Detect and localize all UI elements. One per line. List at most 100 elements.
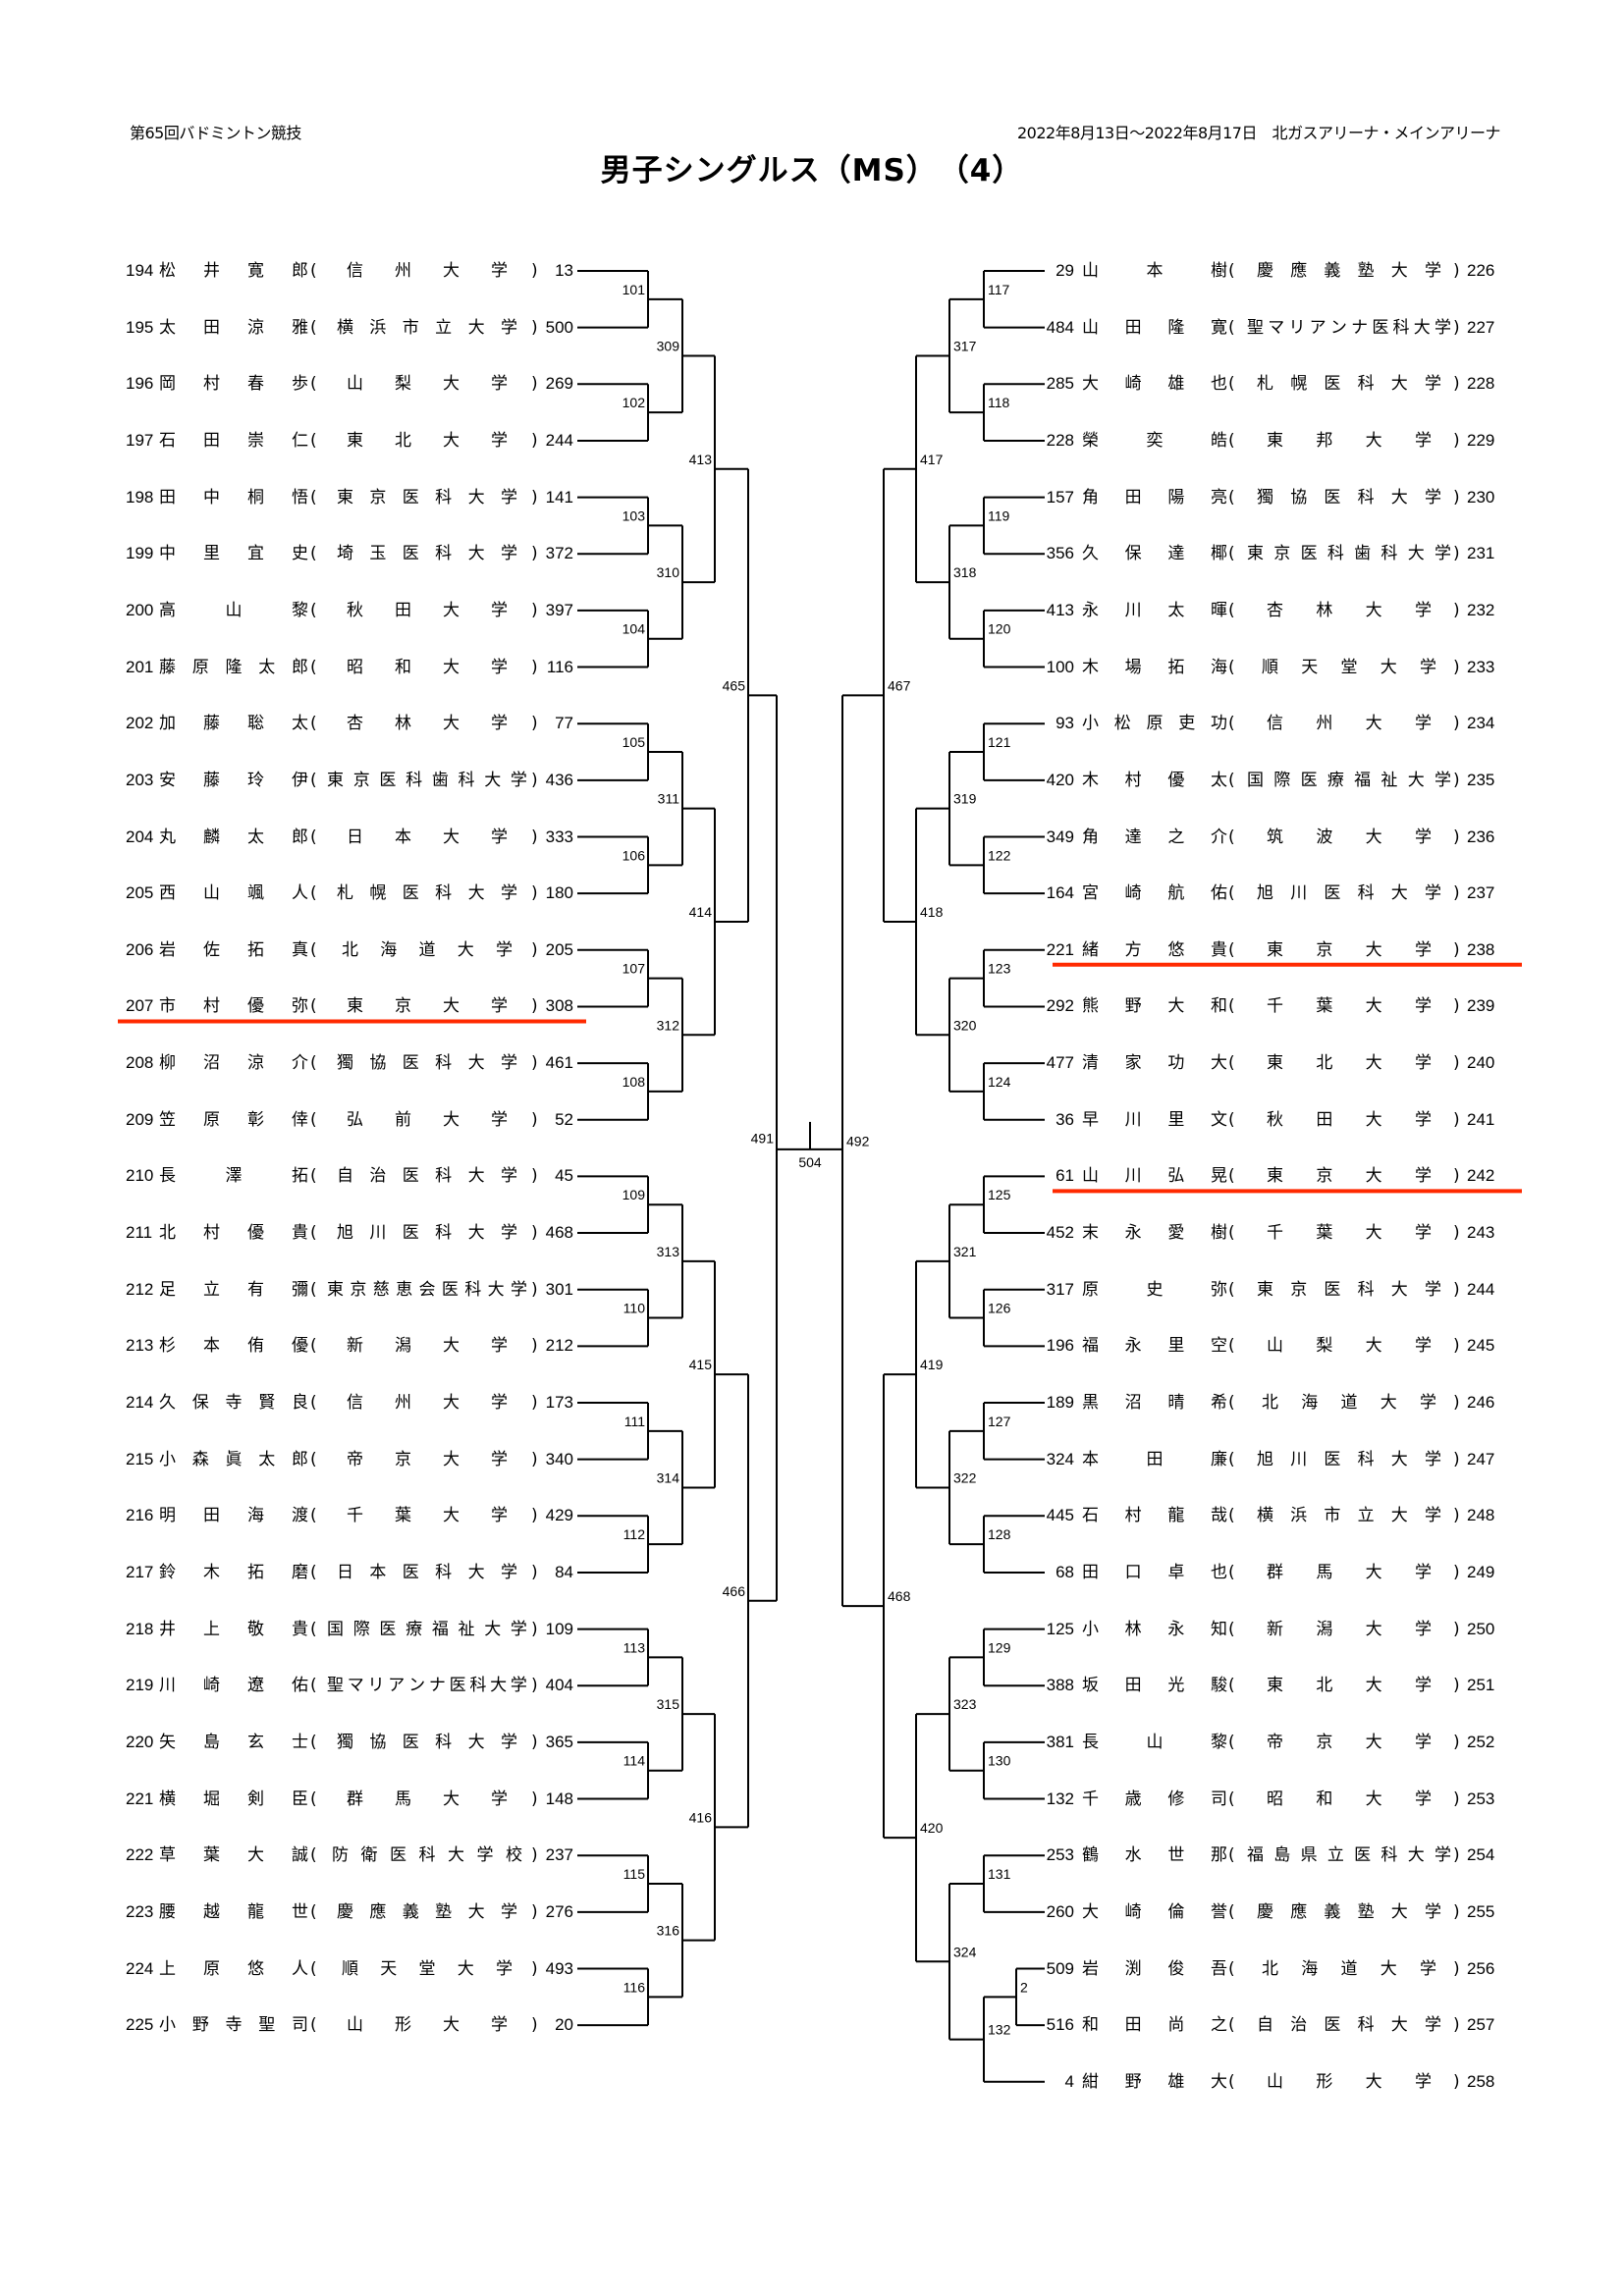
- paren-open: (: [310, 487, 317, 507]
- player-name: 本田廉: [1082, 1448, 1227, 1471]
- char: 川: [1124, 1109, 1142, 1130]
- char: 学: [500, 883, 517, 904]
- char: 拓: [1167, 657, 1185, 677]
- char: 大: [484, 1619, 502, 1639]
- char: 歳: [1124, 1789, 1142, 1809]
- char: 大: [443, 430, 460, 451]
- paren-open: (: [310, 1958, 317, 1979]
- paren-close: ): [531, 374, 538, 395]
- char: 学: [1414, 939, 1432, 960]
- paren-open: (: [1228, 1223, 1235, 1244]
- draw-number: 241: [1467, 1109, 1495, 1129]
- char: 学: [1414, 2071, 1432, 2092]
- char: 玉: [369, 544, 387, 564]
- draw-number: 214: [126, 1393, 154, 1412]
- entry-number: 276: [545, 1901, 573, 1921]
- char: 日: [347, 827, 363, 847]
- school-name: 昭和大学: [1247, 1788, 1451, 1811]
- char: 田: [203, 1506, 220, 1526]
- char: 田: [203, 317, 220, 338]
- char: 大: [1390, 1506, 1408, 1526]
- char: 澤: [225, 1166, 243, 1187]
- school-name: 弘前大学: [327, 1108, 527, 1132]
- entry-number: 301: [545, 1279, 573, 1299]
- char: 應: [1290, 1901, 1308, 1922]
- school-name: 獨協医科大学: [327, 1731, 527, 1754]
- char: 隆: [1167, 317, 1185, 338]
- char: 山: [1082, 317, 1099, 338]
- match-number: 491: [751, 1131, 775, 1147]
- char: 木: [203, 1562, 220, 1582]
- paren-close: ): [531, 1223, 538, 1244]
- draw-number: 234: [1467, 714, 1495, 733]
- char: 馬: [395, 1789, 411, 1809]
- char: 学: [510, 770, 527, 790]
- char: 大: [1365, 996, 1382, 1017]
- paren-close: ): [1453, 1393, 1460, 1413]
- char: 大: [443, 1506, 460, 1526]
- char: ン: [1329, 317, 1347, 338]
- char: 学: [500, 1223, 517, 1244]
- match-number: 131: [988, 1866, 1011, 1882]
- player-name: 井上敬貴: [159, 1618, 308, 1641]
- school-name: 北海道大学: [327, 938, 527, 962]
- match-number: 504: [798, 1154, 822, 1170]
- char: 科: [435, 1732, 453, 1752]
- paren-open: (: [1228, 770, 1235, 790]
- char: 学: [491, 1336, 508, 1357]
- char: 科: [1357, 1279, 1375, 1300]
- char: 明: [159, 1506, 176, 1526]
- char: 暉: [1210, 600, 1227, 620]
- char: 田: [203, 430, 220, 451]
- char: 弘: [1167, 1166, 1185, 1187]
- match-number: 110: [623, 1301, 646, 1316]
- char: 里: [1167, 1109, 1185, 1130]
- entry-number: 61: [1056, 1166, 1074, 1186]
- school-name: 聖マリアンナ医科大学: [327, 1674, 527, 1697]
- char: 塾: [1357, 1901, 1375, 1922]
- school-name: 千葉大学: [327, 1504, 527, 1527]
- char: 大: [467, 1901, 485, 1922]
- char: 士: [292, 1732, 308, 1752]
- char: 西: [159, 883, 176, 904]
- paren-close: ): [1453, 770, 1460, 790]
- char: 学: [1424, 374, 1441, 395]
- paren-open: (: [1228, 1845, 1235, 1866]
- draw-number: 222: [126, 1845, 154, 1865]
- char: 長: [159, 1166, 176, 1187]
- char: 学: [491, 827, 508, 847]
- player-name: 柳沼涼介: [159, 1051, 308, 1075]
- char: 学: [1424, 1506, 1441, 1526]
- char: 原: [203, 1958, 220, 1979]
- char: 堀: [203, 1789, 220, 1809]
- player-name: 木場拓海: [1082, 656, 1227, 679]
- char: 医: [1300, 544, 1318, 564]
- char: 大: [443, 1449, 460, 1469]
- char: 福: [1354, 770, 1372, 790]
- char: 中: [159, 544, 176, 564]
- char: 医: [379, 1619, 397, 1639]
- paren-close: ): [531, 996, 538, 1017]
- char: 大: [1365, 1109, 1382, 1130]
- char: 田: [1316, 1109, 1333, 1130]
- paren-close: ): [1453, 714, 1460, 734]
- school-name: 自治医科大学: [1247, 2013, 1451, 2037]
- char: 藤: [203, 714, 220, 734]
- char: 信: [1267, 714, 1283, 734]
- char: 家: [1124, 1053, 1142, 1074]
- char: 昭: [1267, 1789, 1283, 1809]
- char: 群: [1267, 1562, 1283, 1582]
- char: 立: [1326, 1845, 1344, 1866]
- entry-number: 173: [545, 1393, 573, 1412]
- char: 獨: [337, 1732, 353, 1752]
- char: 優: [247, 1223, 264, 1244]
- paren-open: (: [310, 714, 317, 734]
- char: 廉: [1211, 1449, 1227, 1469]
- draw-number: 213: [126, 1336, 154, 1356]
- char: 亮: [1210, 487, 1227, 507]
- char: 崎: [1124, 883, 1142, 904]
- char: 原: [203, 1109, 220, 1130]
